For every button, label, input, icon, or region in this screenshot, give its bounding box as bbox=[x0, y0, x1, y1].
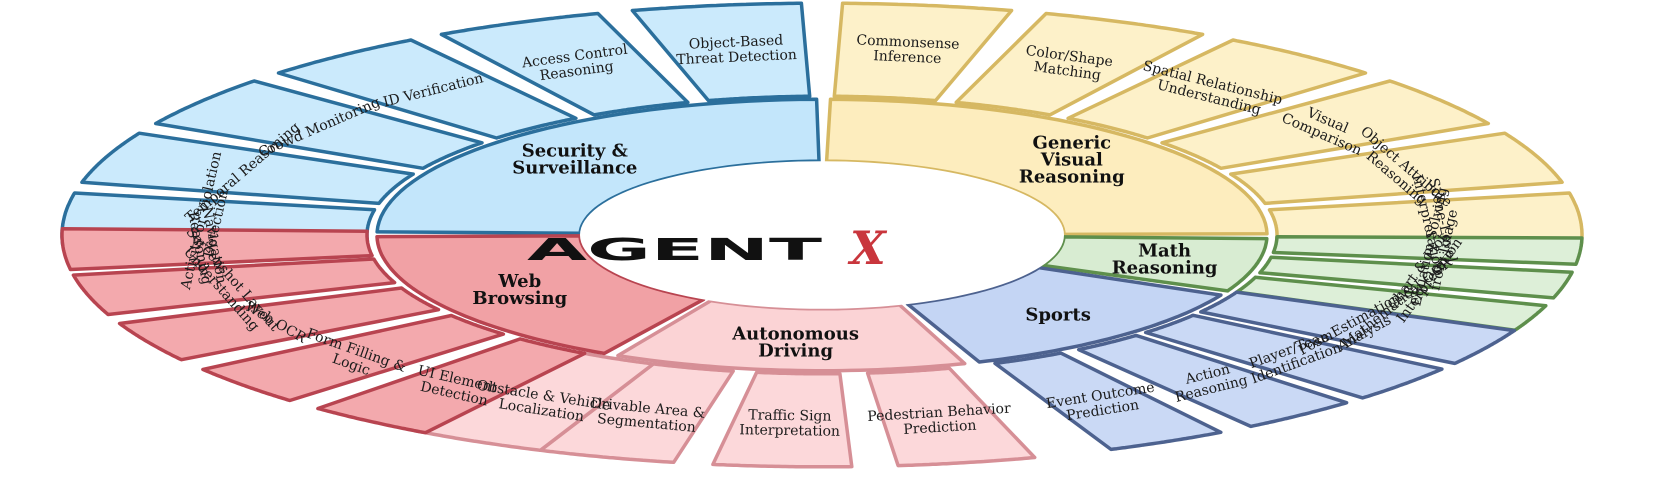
category-label-line: Visual bbox=[1040, 150, 1103, 171]
subcapability-segment-web-1 bbox=[201, 313, 506, 403]
logo-x-mark: X bbox=[847, 221, 888, 275]
subcapability-segment-web-0 bbox=[316, 337, 587, 435]
agentx-logo: AGENT X bbox=[527, 221, 888, 275]
logo-wordmark: AGENT bbox=[527, 233, 823, 268]
subcapability-segment-generic-0 bbox=[832, 1, 1014, 103]
category-label-security: Security &Surveillance bbox=[512, 140, 637, 178]
subcapability-segment-driving-1 bbox=[711, 370, 854, 469]
subcapability-label-line: Inference bbox=[873, 48, 942, 67]
subcapability-label-security-5: Object-BasedThreat Detection bbox=[675, 32, 797, 68]
subcapability-segment-sports-2 bbox=[1076, 333, 1349, 429]
subcapability-segment-web-2 bbox=[117, 286, 441, 362]
category-label-line: Reasoning bbox=[1019, 167, 1125, 188]
subcapability-segment-generic-2 bbox=[1066, 38, 1368, 140]
category-label-line: Autonomous bbox=[731, 323, 859, 344]
subcapability-segment-security-4 bbox=[439, 11, 690, 117]
subcapability-label-generic-0: CommonsenseInference bbox=[855, 32, 959, 67]
subcapability-label-driving-1: Traffic SignInterpretation bbox=[739, 407, 840, 440]
subcapability-label-line: Object-Based bbox=[689, 33, 784, 53]
category-label-line: Generic bbox=[1032, 133, 1111, 154]
subcapability-segment-generic-4 bbox=[1229, 131, 1564, 206]
category-label-line: Math bbox=[1138, 240, 1191, 261]
subcapability-segment-math-0 bbox=[1271, 235, 1584, 267]
subcapability-segment-security-5 bbox=[630, 1, 812, 103]
category-label-sports: Sports bbox=[1025, 304, 1091, 325]
subcapability-label-line: Traffic Sign bbox=[748, 407, 831, 424]
subcapability-segment-web-4 bbox=[60, 226, 374, 272]
category-label-line: Sports bbox=[1025, 304, 1091, 325]
subcapability-label-line: Commonsense bbox=[856, 32, 960, 52]
subcapability-segment-web-3 bbox=[71, 257, 397, 317]
category-label-line: Security & bbox=[522, 140, 628, 161]
category-label-line: Reasoning bbox=[1112, 257, 1218, 278]
subcapability-segment-security-2 bbox=[153, 79, 484, 171]
category-label-line: Web bbox=[497, 271, 541, 292]
wheel-segments bbox=[60, 1, 1584, 469]
subcapability-segment-security-1 bbox=[80, 131, 415, 206]
subcapability-segment-math-1 bbox=[1258, 255, 1574, 300]
subcapability-segment-generic-1 bbox=[954, 11, 1205, 117]
subcapability-segment-driving-0 bbox=[865, 366, 1037, 468]
wheel-centre bbox=[580, 161, 1064, 309]
category-label-line: Browsing bbox=[472, 288, 567, 309]
subcapability-label-line: Interpretation bbox=[739, 422, 840, 440]
category-label-line: Surveillance bbox=[512, 157, 637, 178]
subcapability-label-line: Threat Detection bbox=[676, 47, 797, 68]
category-label-line: Driving bbox=[758, 340, 833, 361]
subcapability-segment-sports-3 bbox=[993, 351, 1223, 452]
subcapability-segment-generic-3 bbox=[1160, 79, 1491, 171]
subcapability-segment-sports-1 bbox=[1143, 313, 1444, 400]
subcapability-segment-sports-0 bbox=[1199, 290, 1517, 366]
subcapability-label-line: Prediction bbox=[903, 418, 977, 438]
category-segment-driving bbox=[616, 298, 967, 373]
subcapability-segment-security-3 bbox=[276, 38, 578, 140]
